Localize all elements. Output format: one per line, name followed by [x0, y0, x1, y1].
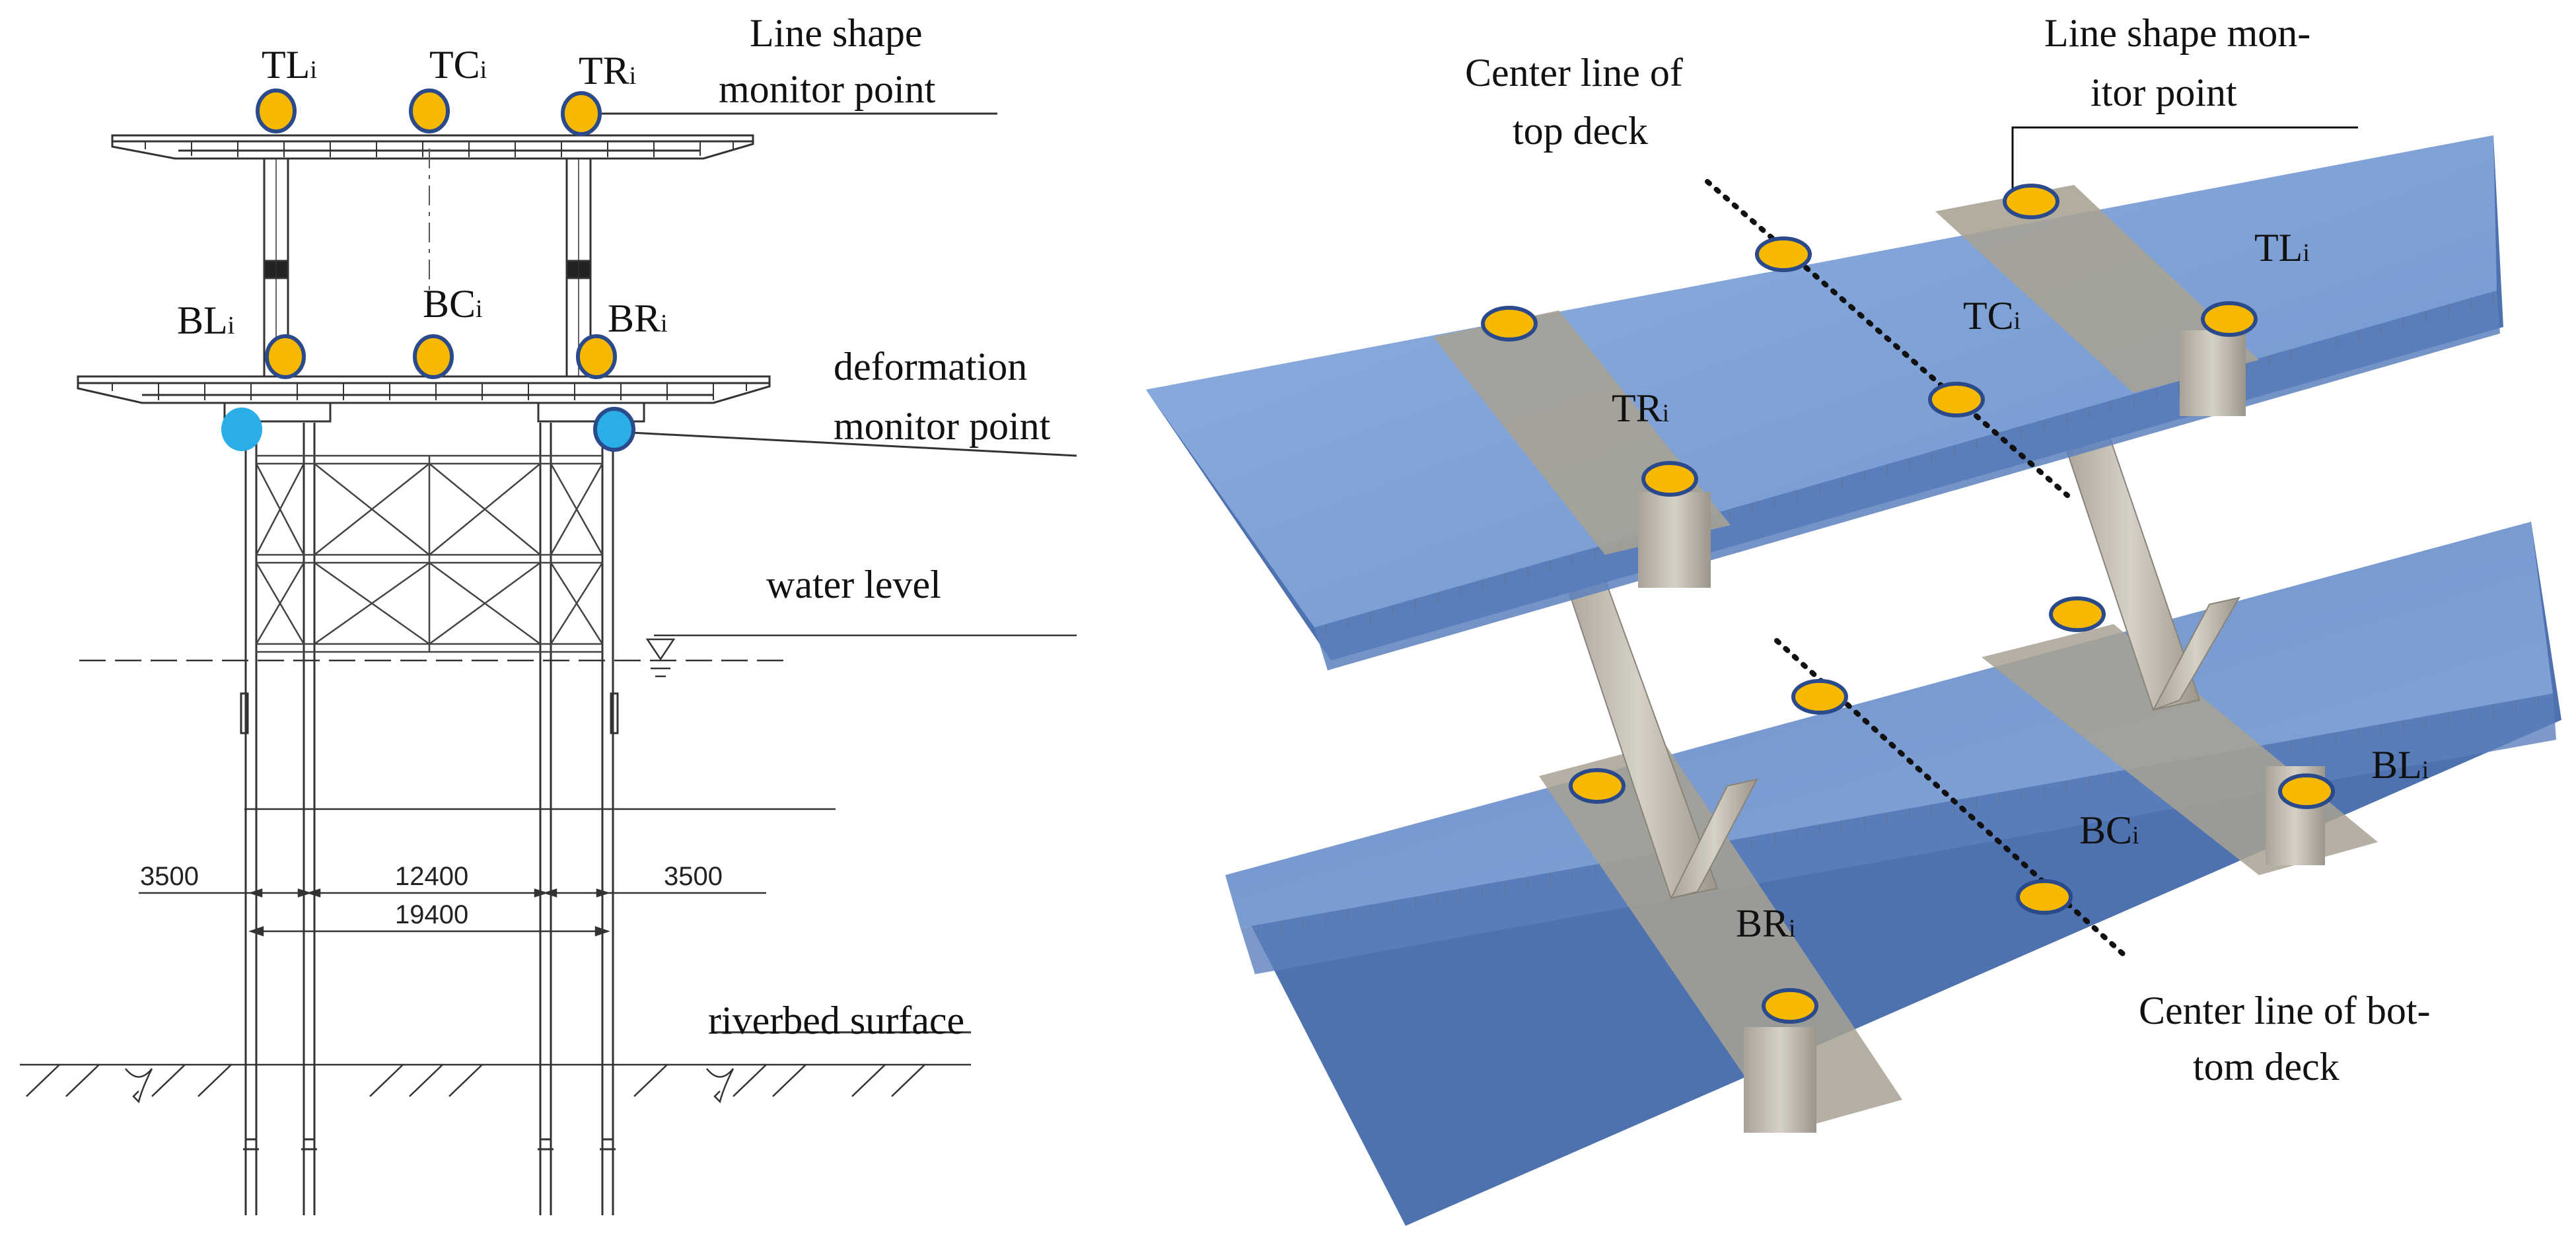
elevation-drawing: 3500 12400 3500 19400: [20, 11, 1077, 1215]
marker-3d-bottom-center: [2016, 879, 2073, 915]
callout-center-top-1: Center line of: [1465, 51, 1683, 94]
marker-3d-bottom-right: [1762, 988, 1818, 1024]
marker-3d-top-far: [1481, 306, 1538, 341]
callout-leaders-left: [600, 112, 1077, 1034]
callout-deformation-2: monitor point: [834, 404, 1051, 448]
line-shape-markers-right: [1481, 184, 2335, 1024]
water-level-symbol: [79, 638, 793, 678]
callout-water-level: water level: [766, 563, 941, 606]
top-deck-girder: [111, 134, 754, 160]
dim-right-span: 3500: [664, 862, 723, 891]
marker-top-left: [256, 89, 297, 133]
dim-total-span: 19400: [395, 900, 468, 929]
callout-line-shape-left-2: monitor point: [719, 67, 936, 111]
marker-3d-top-center: [1928, 382, 1985, 417]
marker-top-right: [561, 91, 602, 136]
callout-center-top-2: top deck: [1513, 109, 1648, 153]
callout-line-shape-right-2: itor point: [2091, 71, 2237, 114]
marker-3d-top-upper: [2003, 184, 2059, 219]
marker-3d-bottom-center-upper: [1791, 679, 1848, 715]
label-top-right: TRi: [579, 49, 636, 92]
dimension-lines: [139, 888, 766, 937]
marker-top-center: [409, 89, 450, 133]
line-shape-markers-left: [256, 89, 617, 379]
callout-leader-line-shape-right: [2011, 126, 2358, 192]
deck-3d-render: TLi TCi TRi BLi BCi BRi Center line of t…: [1146, 11, 2561, 1226]
bottom-deck-girder: [77, 375, 771, 423]
label-bottom-center: BCi: [423, 282, 483, 326]
marker-3d-top-center-upper: [1755, 236, 1812, 272]
label-bottom-left: BLi: [177, 299, 234, 342]
label-3d-top-left: TLi: [2254, 226, 2310, 269]
deformation-marker-right: [593, 407, 635, 452]
lower-deck: [1225, 522, 2561, 1226]
label-top-left: TLi: [262, 43, 317, 87]
riverbed-ground: [20, 1063, 971, 1104]
marker-bottom-right: [576, 334, 617, 379]
label-3d-bottom-left: BLi: [2371, 743, 2429, 787]
deformation-markers: [221, 407, 635, 452]
label-top-center: TCi: [429, 43, 487, 87]
callout-center-bottom-2: tom deck: [2193, 1045, 2340, 1088]
cross-bracing: [255, 454, 604, 653]
label-3d-top-center: TCi: [1963, 294, 2021, 338]
center-line-top-deck: [1705, 179, 2070, 498]
upper-deck: [1146, 135, 2503, 670]
marker-3d-bottom-upper: [2049, 596, 2106, 632]
marker-bottom-left: [265, 334, 306, 379]
marker-3d-bottom-left: [2278, 773, 2335, 809]
marker-bottom-center: [413, 334, 454, 379]
dim-center-span: 12400: [395, 862, 468, 891]
label-3d-top-right: TRi: [1612, 386, 1669, 430]
label-bottom-right: BRi: [608, 297, 668, 340]
marker-3d-bottom-far: [1569, 768, 1626, 804]
deformation-marker-left: [221, 408, 262, 451]
callout-center-bottom-1: Center line of bot-: [2139, 989, 2431, 1032]
callout-riverbed: riverbed surface: [708, 999, 964, 1042]
label-3d-bottom-center: BCi: [2079, 808, 2139, 852]
callout-line-shape-right-1: Line shape mon-: [2044, 11, 2310, 55]
callout-line-shape-left-1: Line shape: [750, 11, 923, 55]
label-3d-bottom-right: BRi: [1736, 902, 1796, 945]
callout-deformation-1: deformation: [834, 345, 1027, 388]
dim-left-span: 3500: [140, 862, 199, 891]
marker-3d-top-right: [1641, 461, 1698, 497]
marker-3d-top-left: [2201, 301, 2258, 337]
